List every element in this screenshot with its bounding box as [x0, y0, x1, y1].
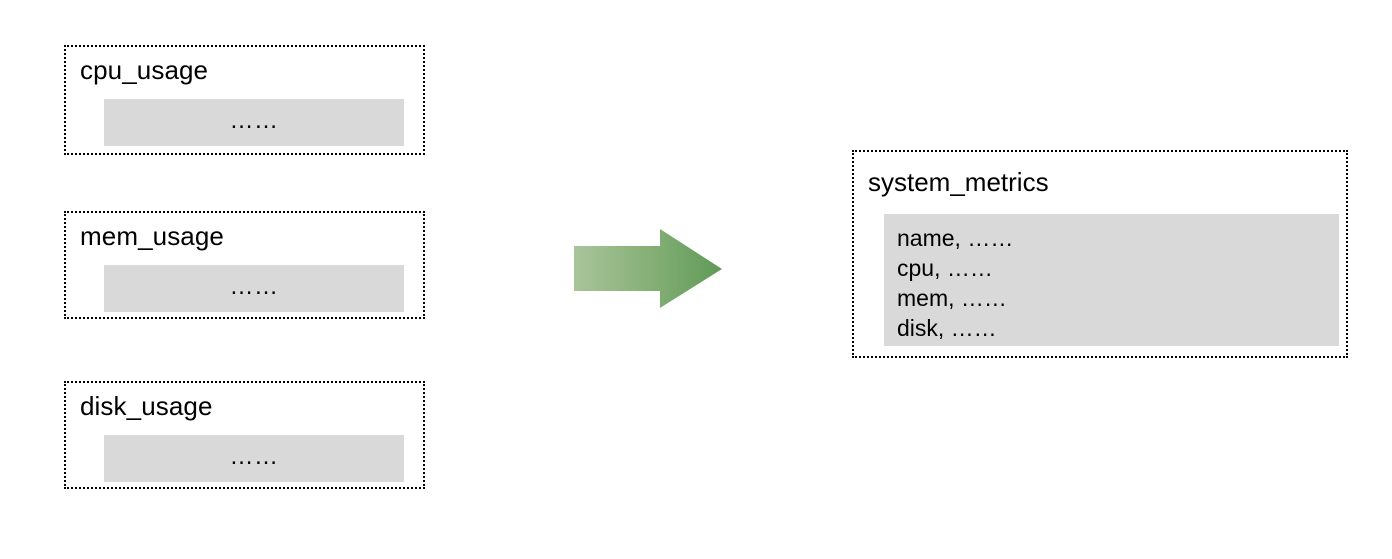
ellipsis-text: …… [229, 272, 279, 300]
ellipsis-text: …… [229, 442, 279, 470]
source-box-panel: …… [104, 435, 404, 482]
merge-arrow-icon [572, 227, 724, 311]
target-field-row: cpu, …… [897, 255, 993, 281]
target-box-system-metrics: system_metrics name, …… cpu, …… mem, …… … [852, 150, 1348, 358]
source-box-mem-usage: mem_usage …… [64, 211, 425, 319]
source-box-disk-usage: disk_usage …… [64, 381, 425, 489]
source-box-title: mem_usage [80, 221, 224, 251]
target-field-row: name, …… [897, 225, 1014, 251]
ellipsis-text: …… [229, 106, 279, 134]
target-field-row: mem, …… [897, 285, 1007, 311]
target-box-title: system_metrics [868, 167, 1049, 197]
source-box-panel: …… [104, 99, 404, 146]
source-box-cpu-usage: cpu_usage …… [64, 45, 425, 155]
source-box-title: disk_usage [80, 391, 213, 421]
source-box-panel: …… [104, 265, 404, 312]
target-field-row: disk, …… [897, 315, 997, 341]
source-box-title: cpu_usage [80, 55, 209, 85]
target-box-panel: name, …… cpu, …… mem, …… disk, …… [884, 214, 1339, 346]
